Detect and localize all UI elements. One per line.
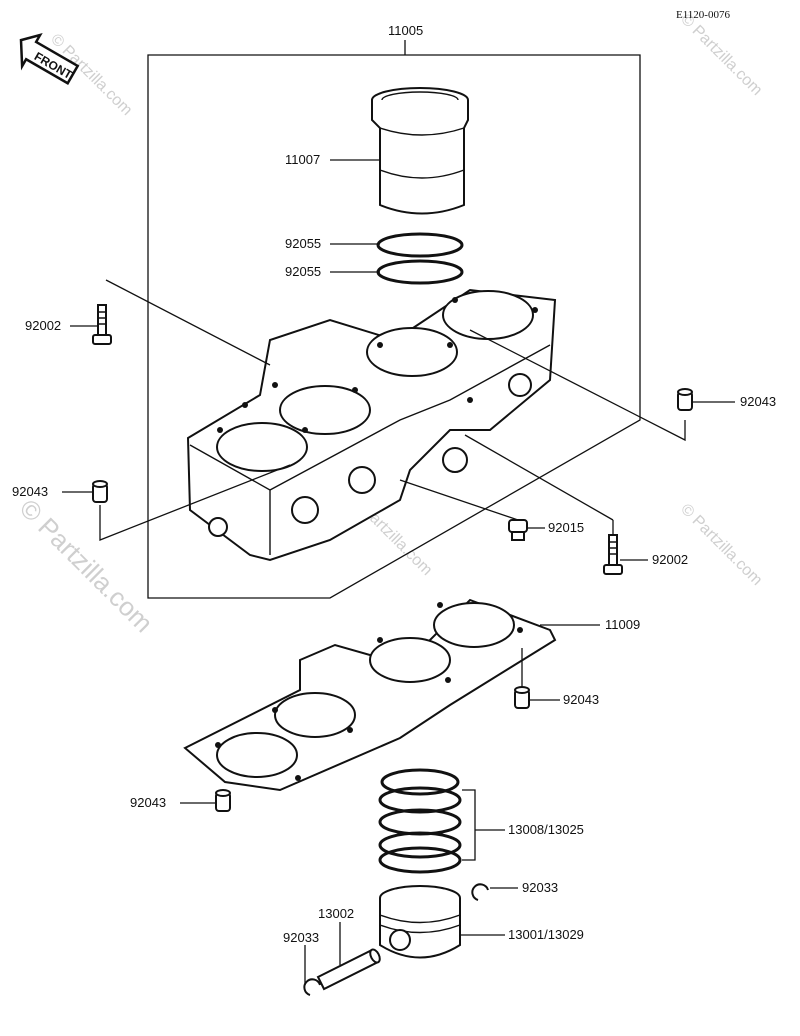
- cylinder-sleeve-part: [371, 87, 469, 215]
- callout-11005: 11005: [388, 23, 423, 38]
- clip-left-part: [303, 978, 321, 996]
- callout-13002: 13002: [318, 906, 354, 921]
- cylinder-block-part: [186, 288, 557, 562]
- o-rings-part: [376, 232, 464, 285]
- callout-labels: 11005 11007 92055 92055 92002 92043 9204…: [12, 23, 776, 945]
- callout-92043-gasket-left: 92043: [130, 795, 166, 810]
- bolt-right-part: [603, 534, 623, 575]
- piston-part: [379, 885, 461, 959]
- piston-pin-part: [316, 948, 381, 991]
- dowel-pin-gasket-right-part: [514, 686, 530, 709]
- dowel-pin-right-part: [677, 388, 693, 411]
- dowel-pin-left-part: [92, 480, 108, 503]
- callout-92043-right: 92043: [740, 394, 776, 409]
- callout-92033-left: 92033: [283, 930, 319, 945]
- reference-code: E1120-0076: [676, 9, 730, 21]
- watermark-right: © Partzilla.com: [677, 501, 765, 589]
- callout-92015: 92015: [548, 520, 584, 535]
- watermark-left: © Partzilla.com: [14, 493, 159, 638]
- leader-lines: [62, 159, 735, 985]
- callout-92033-right: 92033: [522, 880, 558, 895]
- callout-92055-bottom: 92055: [285, 264, 321, 279]
- callout-92002-left: 92002: [25, 318, 61, 333]
- callout-92055-top: 92055: [285, 236, 321, 251]
- piston-rings-part: [378, 768, 462, 874]
- dowel-pin-gasket-left-part: [215, 789, 231, 812]
- callout-92002-right: 92002: [652, 552, 688, 567]
- bolt-top-left-part: [92, 304, 112, 345]
- callout-13001-13029: 13001/13029: [508, 927, 584, 942]
- callout-92043-left: 92043: [12, 484, 48, 499]
- assembly-bracket: [147, 40, 641, 599]
- plug-part: [508, 519, 528, 541]
- callout-11007: 11007: [285, 152, 320, 167]
- watermark-topright: © Partzilla.com: [677, 11, 765, 99]
- head-gasket-part: [183, 598, 557, 792]
- callout-13008-13025: 13008/13025: [508, 822, 584, 837]
- callout-11009: 11009: [605, 617, 640, 632]
- callout-92043-gasket-right: 92043: [563, 692, 599, 707]
- clip-right-part: [471, 883, 489, 901]
